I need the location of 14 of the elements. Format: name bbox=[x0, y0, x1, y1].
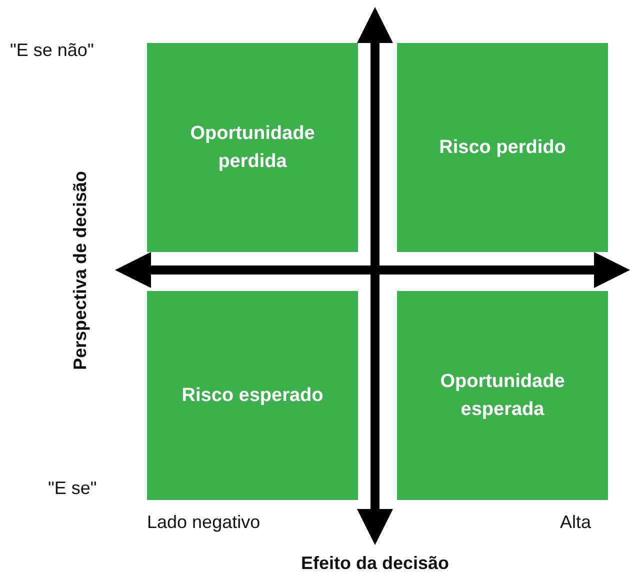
quadrant-label: Risco perdido bbox=[439, 136, 566, 160]
quadrant-box bbox=[147, 43, 358, 252]
quadrant-label: Risco esperado bbox=[182, 384, 324, 408]
quadrant-label: Oportunidade perdida bbox=[189, 122, 316, 174]
axis-end-label: "E se não" bbox=[10, 40, 94, 61]
axis-end-label: "E se" bbox=[48, 478, 97, 499]
quadrant-box bbox=[147, 291, 358, 500]
axis-end-label: Alta bbox=[560, 512, 592, 533]
quadrant-label: Oportunidade esperada bbox=[439, 370, 566, 422]
quadrant-box bbox=[397, 291, 608, 500]
axis-title: Perspectiva de decisão bbox=[70, 170, 91, 370]
axis-title: Efeito da decisão bbox=[301, 553, 450, 574]
quadrant-box bbox=[397, 43, 608, 252]
axis-end-label: Lado negativo bbox=[147, 512, 260, 533]
